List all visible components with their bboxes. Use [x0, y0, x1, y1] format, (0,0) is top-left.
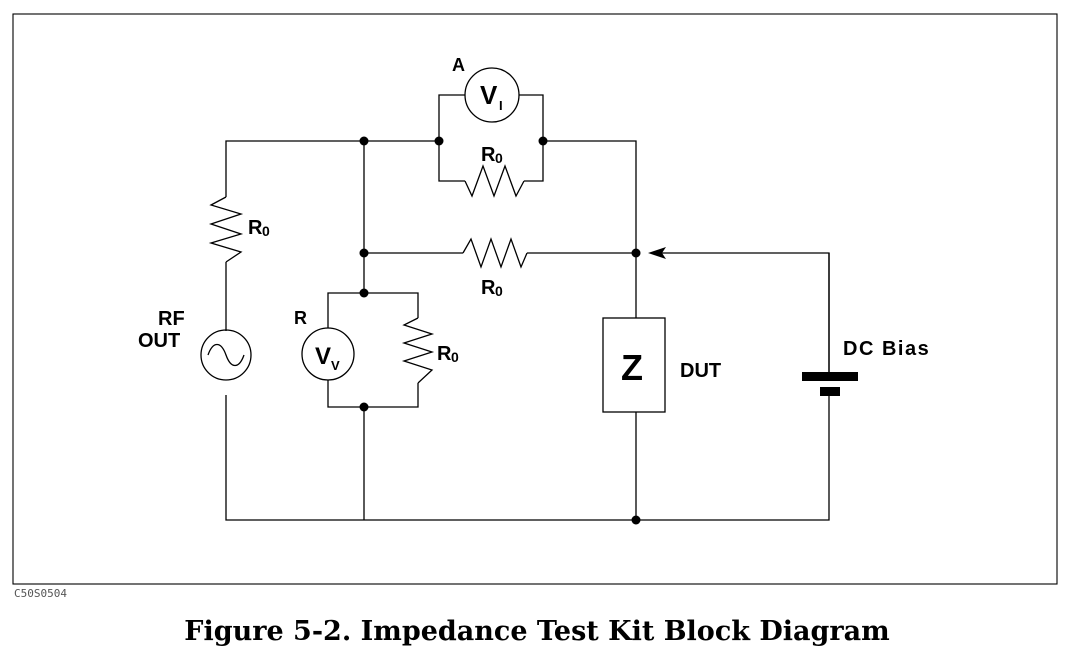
resistor-right-label: R: [437, 343, 452, 365]
resistor-right-subscript: 0: [451, 349, 459, 365]
meter-a-symbol: V: [480, 80, 498, 110]
meter-r-subscript: V: [331, 358, 340, 373]
resistor-mid-icon: [462, 237, 528, 269]
meter-r-symbol: V: [315, 343, 331, 370]
resistor-right-icon: [401, 317, 435, 384]
meter-r-letter: R: [294, 308, 307, 328]
rf-source-icon: [200, 329, 252, 381]
diagram-frame: [12, 13, 1058, 585]
resistor-top-label: R: [481, 144, 496, 166]
figure-code: C50S0504: [14, 587, 67, 600]
bias-arrow-icon: [648, 247, 666, 259]
resistor-mid-subscript: 0: [495, 283, 503, 299]
battery-plate-long: [802, 372, 858, 381]
meter-a-icon: [464, 67, 520, 123]
figure-caption: Figure 5-2. Impedance Test Kit Block Dia…: [184, 616, 889, 647]
meter-r-icon: [301, 327, 355, 381]
resistor-top-icon: [464, 164, 525, 198]
meter-a-subscript: I: [499, 98, 503, 113]
dut-symbol: Z: [621, 347, 643, 388]
dut-label: DUT: [680, 360, 721, 382]
resistor-mid-label: R: [481, 277, 496, 299]
wiring: [225, 94, 830, 521]
dut-box: [602, 317, 666, 413]
sine-wave-icon: [207, 343, 245, 367]
junction-dots: [359, 136, 641, 525]
resistor-left-label: R: [248, 217, 263, 239]
dc-bias-label: DC Bias: [843, 338, 930, 360]
resistor-left-subscript: 0: [262, 223, 270, 239]
resistor-top-subscript: 0: [495, 150, 503, 166]
rf-label-line1: RF: [158, 308, 185, 330]
battery-plate-short: [820, 387, 840, 396]
resistor-left-icon: [208, 196, 244, 263]
rf-label-line2: OUT: [138, 330, 180, 352]
meter-a-letter: A: [452, 55, 465, 75]
